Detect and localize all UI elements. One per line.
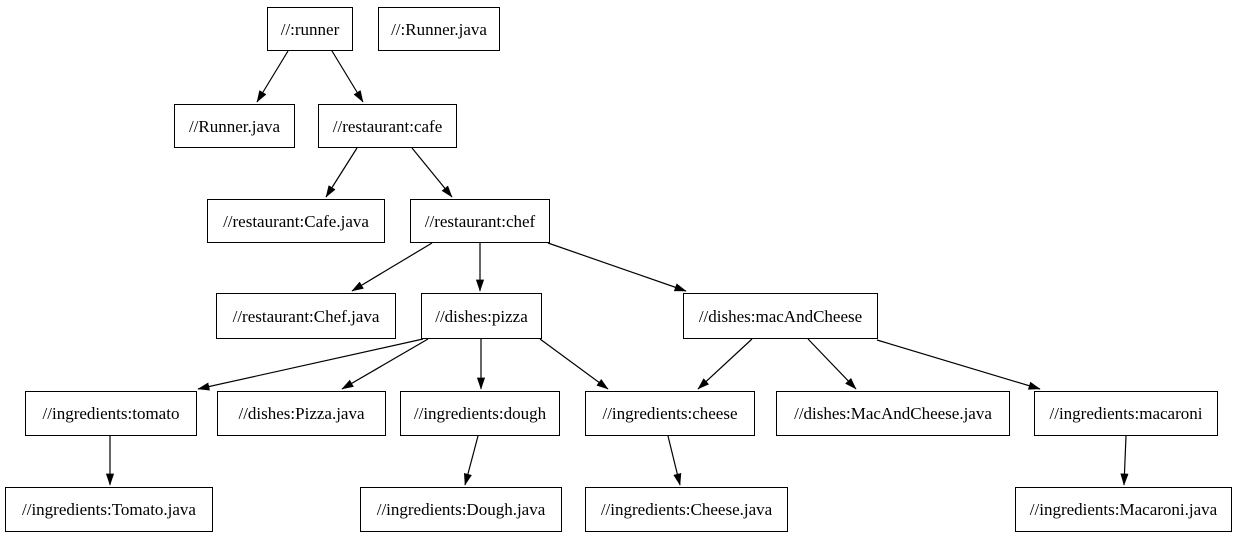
graph-node-label: //restaurant:Chef.java [232, 306, 380, 326]
graph-node-dough-java: //ingredients:Dough.java [360, 487, 562, 532]
graph-node-label: //ingredients:Tomato.java [22, 500, 196, 519]
graph-node-runner-java-file: //:Runner.java [378, 7, 500, 51]
graph-node-chef: //restaurant:chef [410, 199, 550, 243]
graph-node-label: //restaurant:Cafe.java [223, 211, 369, 231]
graph-node-cafe-java: //restaurant:Cafe.java [207, 199, 385, 243]
edge-pizza-to-cheese [539, 338, 609, 390]
graph-node-chef-java: //restaurant:Chef.java [216, 293, 396, 339]
edge-chef-to-chef-java [351, 242, 433, 292]
graph-node-label: //ingredients:tomato [42, 404, 180, 423]
edge-mac-and-cheese-to-macaroni [876, 339, 1041, 390]
edge-dough-to-dough-java [463, 435, 479, 486]
graph-node-pizza-java: //dishes:Pizza.java [217, 391, 386, 436]
graph-node-label: //ingredients:Dough.java [376, 500, 546, 519]
edge-cafe-to-cafe-java [325, 147, 358, 198]
edge-mac-and-cheese-to-mac-and-cheese-java [807, 338, 857, 390]
edge-pizza-to-tomato [197, 338, 424, 391]
graph-node-runner-java: //Runner.java [174, 104, 295, 148]
graph-node-label: //dishes:Pizza.java [238, 404, 365, 423]
graph-node-pizza: //dishes:pizza [421, 293, 542, 339]
graph-node-label: //ingredients:dough [413, 404, 547, 423]
graph-node-label: //ingredients:cheese [602, 404, 738, 423]
edge-cheese-to-cheese-java [667, 435, 682, 486]
graph-node-label: //restaurant:chef [424, 211, 536, 231]
graph-node-label: //ingredients:Cheese.java [600, 500, 773, 519]
graph-node-runner: //:runner [267, 7, 353, 51]
graph-node-label: //ingredients:macaroni [1049, 404, 1203, 423]
edge-chef-to-mac-and-cheese [547, 242, 687, 292]
edge-runner-to-cafe [331, 50, 364, 103]
graph-node-label: //:runner [280, 19, 340, 39]
graph-node-cheese-java: //ingredients:Cheese.java [585, 487, 788, 532]
graph-node-cheese: //ingredients:cheese [585, 391, 755, 436]
graph-node-label: //dishes:macAndCheese [698, 306, 863, 326]
graph-node-dough: //ingredients:dough [400, 391, 560, 436]
graph-node-cafe: //restaurant:cafe [318, 104, 457, 148]
graph-node-tomato-java: //ingredients:Tomato.java [5, 487, 213, 532]
graph-node-macaroni-java: //ingredients:Macaroni.java [1015, 487, 1232, 532]
edge-macaroni-to-macaroni-java [1120, 435, 1129, 486]
graph-node-label: //dishes:pizza [435, 306, 528, 326]
graph-node-label: //dishes:MacAndCheese.java [794, 404, 992, 423]
graph-node-mac-and-cheese: //dishes:macAndCheese [683, 293, 878, 339]
graph-node-label: //:Runner.java [391, 19, 487, 39]
graph-node-tomato: //ingredients:tomato [25, 391, 197, 436]
edge-pizza-to-pizza-java [341, 338, 429, 390]
graph-node-label: //restaurant:cafe [332, 116, 443, 136]
edge-runner-to-runner-java [256, 50, 289, 103]
graph-node-label: //ingredients:Macaroni.java [1029, 500, 1218, 519]
edge-cafe-to-chef [411, 147, 453, 198]
graph-node-macaroni: //ingredients:macaroni [1034, 391, 1218, 436]
graph-node-mac-and-cheese-java: //dishes:MacAndCheese.java [776, 391, 1010, 436]
graph-node-label: //Runner.java [188, 116, 281, 136]
edge-mac-and-cheese-to-cheese [697, 338, 753, 390]
